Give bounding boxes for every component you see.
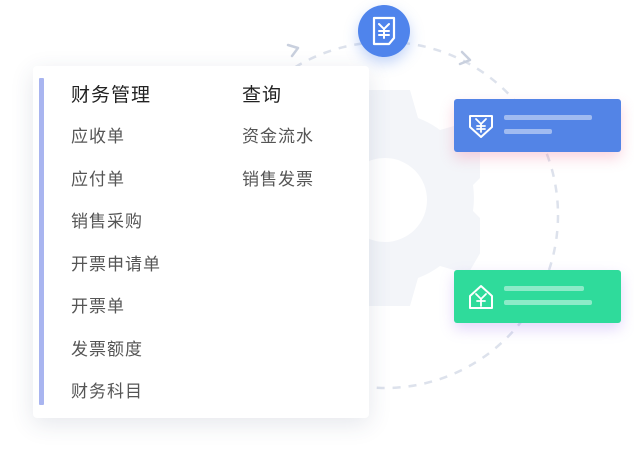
menu-item-finance-subjects[interactable]: 财务科目: [71, 382, 143, 402]
placeholder-line: [504, 129, 552, 134]
menu-item-invoice-application[interactable]: 开票申请单: [71, 254, 161, 275]
menu-column-query: 查询 资金流水 销售发票: [242, 80, 314, 207]
menu-item-sales-invoice[interactable]: 销售发票: [242, 169, 314, 190]
menu-accent-bar: [39, 78, 44, 405]
finance-menu-card: 财务管理 应收单 应付单 销售采购 开票申请单 开票单 发票额度 财务科目 查询…: [33, 66, 369, 418]
top-invoice-badge: [358, 5, 410, 57]
blue-summary-card: [454, 99, 621, 152]
menu-header-finance-management: 财务管理: [71, 84, 152, 106]
orbit-arrow-right-icon: [458, 50, 472, 66]
menu-item-payables[interactable]: 应付单: [71, 169, 125, 190]
menu-item-sales-purchase[interactable]: 销售采购: [71, 212, 143, 232]
menu-item-receivables[interactable]: 应收单: [71, 127, 125, 147]
placeholder-line: [504, 115, 592, 120]
placeholder-line: [504, 300, 592, 305]
menu-column-finance-management: 财务管理 应收单 应付单 销售采购 开票申请单 开票单 发票额度 财务科目: [71, 80, 161, 420]
orbit-arrow-left-icon: [286, 43, 300, 58]
menu-header-query: 查询: [242, 84, 283, 106]
menu-item-invoice[interactable]: 开票单: [71, 297, 125, 317]
green-summary-card: [454, 270, 621, 323]
yen-download-icon: [469, 115, 493, 138]
menu-item-fund-flow[interactable]: 资金流水: [242, 127, 314, 147]
yen-home-icon: [469, 285, 493, 309]
menu-item-invoice-quota[interactable]: 发票额度: [71, 339, 143, 360]
placeholder-line: [504, 286, 584, 291]
invoice-yen-icon: [372, 16, 396, 46]
